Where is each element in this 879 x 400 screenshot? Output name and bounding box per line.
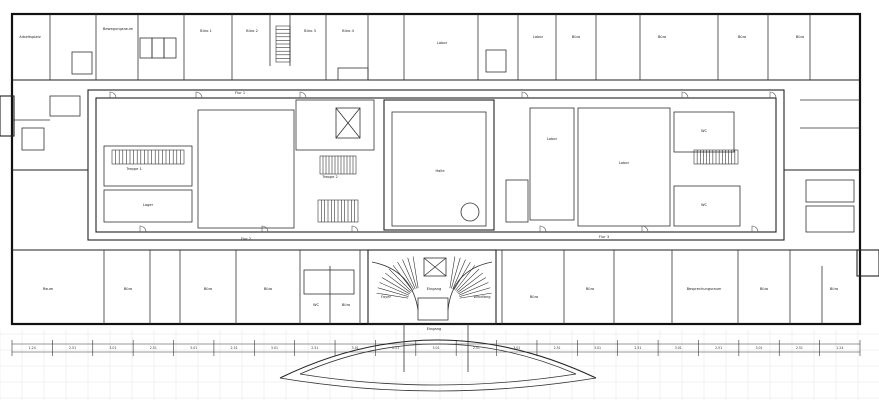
door-swing [641, 225, 649, 233]
room-label-center-7: Labor [547, 137, 558, 141]
room-label-bottom-3: Büro [264, 287, 272, 291]
dimension-value: 2.51 [554, 346, 561, 350]
room-label-center-0: Treppe 1 [125, 167, 141, 171]
dimension-value: 3.01 [675, 346, 682, 350]
entrance-hall [367, 202, 497, 325]
room-label-center-9: WC [701, 129, 708, 133]
room-label-top-11: Büro [796, 35, 804, 39]
door-swing [521, 91, 529, 99]
room-label-bottom-6: Eingang [427, 287, 442, 291]
door-swing [261, 225, 269, 233]
room-label-bottom-7: Büro [530, 295, 538, 299]
entrance-label-1: Eingang [427, 327, 442, 331]
room-label-top-1: Bewegungsraum [103, 27, 134, 31]
room-label-bottom-8: Büro [586, 287, 594, 291]
dimension-value: 3.01 [432, 346, 439, 350]
dimension-value: 2.51 [231, 346, 238, 350]
dimension-value: 3.01 [594, 346, 601, 350]
door-swing [751, 225, 759, 233]
entrance-label-2: Windfang [473, 295, 490, 299]
entrance-label-0: Foyer [381, 295, 391, 299]
room-label-bottom-2: Büro [204, 287, 212, 291]
door-swing [109, 91, 117, 99]
room-label-bottom-5: WC [313, 303, 320, 307]
dimension-value: 2.51 [715, 346, 722, 350]
room-label-top-4: Büro 3 [304, 29, 316, 33]
room-label-center-4: Flur 2 [241, 237, 251, 241]
right-wing [784, 99, 860, 233]
room-label-top-8: Büro [572, 35, 580, 39]
building-outline [0, 12, 879, 326]
room-label-bottom-11: Büro [830, 287, 838, 291]
room-labels: Arbeitsplatz Bewegungsraum Büro 1 Büro 2… [19, 27, 838, 331]
dimension-value: 2.51 [150, 346, 157, 350]
room-label-bottom-1: Büro [124, 287, 132, 291]
dimension-value: 1.24 [836, 346, 843, 350]
dimension-value: 2.51 [311, 346, 318, 350]
room-label-bottom-10: Büro [760, 287, 768, 291]
door-swing [139, 225, 147, 233]
room-label-center-1: Treppe 2 [321, 175, 337, 179]
top-room-row [12, 14, 860, 81]
door-swing [195, 91, 203, 99]
dimension-value: 1.24 [29, 346, 36, 350]
dimension-value: 3.01 [190, 346, 197, 350]
room-label-top-9: Büro [658, 35, 666, 39]
room-label-bottom-9: Besprechungsraum [687, 287, 722, 291]
door-swing [299, 91, 307, 99]
room-label-center-6: Flur 3 [599, 235, 609, 239]
room-label-bottom-4: Büro [342, 303, 350, 307]
dimension-value: 3.01 [352, 346, 359, 350]
door-swing [769, 91, 777, 99]
room-label-center-8: Labor [619, 161, 630, 165]
door-swing [681, 91, 689, 99]
room-label-center-3: Flur 1 [235, 91, 245, 95]
dimension-value: 2.51 [796, 346, 803, 350]
room-label-top-5: Büro 4 [342, 29, 354, 33]
dimension-line: 1.24 2.51 3.01 2.51 3.01 2.51 3.01 2.51 3.01 2.51… [11, 340, 861, 356]
dimension-ticks: 1.24 2.51 3.01 2.51 3.01 2.51 3.01 2.51 3.01 2.51… [11, 340, 861, 356]
room-label-top-3: Büro 2 [246, 29, 258, 33]
door-swing [539, 225, 547, 233]
forecourt-arc [279, 324, 597, 392]
corridor-ring [87, 89, 785, 241]
dimension-value: 3.01 [271, 346, 278, 350]
room-label-center-10: WC [701, 203, 708, 207]
room-label-top-10: Büro [738, 35, 746, 39]
dimension-value: 3.01 [755, 346, 762, 350]
room-label-top-7: Labor [533, 35, 544, 39]
dimension-value: 2.51 [69, 346, 76, 350]
curved-stairs [376, 256, 492, 299]
staircases [109, 25, 777, 233]
room-label-center-5: Halle [435, 169, 445, 173]
room-label-top-2: Büro 1 [200, 29, 212, 33]
dimension-value: 3.01 [513, 346, 520, 350]
room-label-center-2: Lager [143, 203, 154, 207]
door-swing [351, 225, 359, 233]
dimension-value: 2.51 [634, 346, 641, 350]
left-wing [12, 95, 88, 171]
dimension-value: 2.51 [392, 346, 399, 350]
dimension-value: 2.51 [473, 346, 480, 350]
room-label-bottom-0: Raum [43, 287, 54, 291]
room-label-top-6: Labor [437, 41, 448, 45]
room-label-top-0: Arbeitsplatz [19, 35, 41, 39]
dimension-value: 3.01 [109, 346, 116, 350]
